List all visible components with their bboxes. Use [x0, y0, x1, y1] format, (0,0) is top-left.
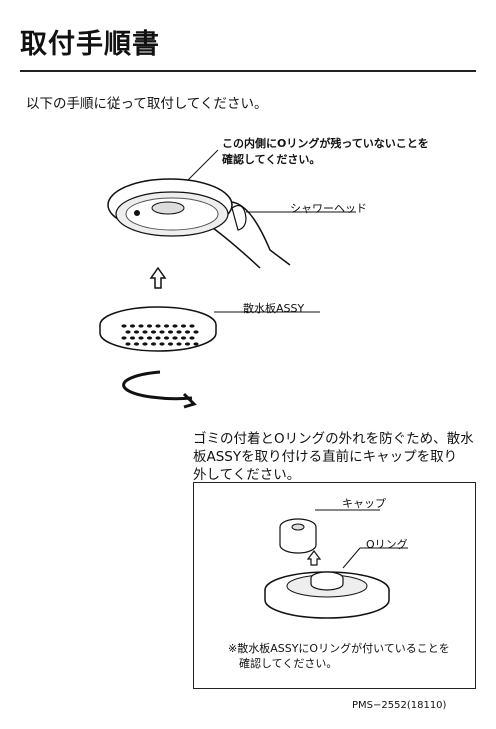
spray-hole — [133, 330, 140, 334]
spray-hole — [129, 336, 136, 340]
spray-hole — [155, 336, 161, 340]
spray-hole — [163, 336, 170, 340]
spray-hole — [189, 336, 195, 340]
spray-hole — [172, 336, 178, 340]
spray-hole — [163, 324, 170, 328]
label-oring: Oリング — [366, 538, 408, 551]
label-spray-plate: 散水板ASSY — [243, 302, 305, 315]
spray-hole — [167, 330, 174, 334]
box-note: ※散水板ASSYにOリングが付いていることを 確認してください。 — [228, 641, 468, 671]
spray-hole — [193, 342, 199, 346]
spray-hole — [125, 342, 131, 346]
title-rule — [20, 70, 476, 72]
spray-hole — [167, 342, 174, 346]
spray-hole — [121, 324, 127, 328]
spray-hole — [176, 342, 182, 346]
spray-hole — [133, 342, 140, 346]
spray-hole — [142, 330, 148, 334]
caution-note: ゴミの付着とOリングの外れを防ぐため、散水 板ASSYを取り付ける直前にキャップ… — [193, 430, 483, 484]
shower-head-drawing — [107, 178, 291, 269]
document-code: PMS−2552(18110) — [352, 700, 447, 711]
spray-hole — [142, 342, 148, 346]
spray-hole — [125, 330, 131, 334]
spray-hole — [138, 324, 144, 328]
spray-hole — [180, 336, 187, 340]
box-note-line-2: 確認してください。 — [228, 657, 338, 670]
plate-oring-drawing — [264, 571, 390, 619]
spray-hole — [129, 324, 136, 328]
spray-plate-drawing — [99, 306, 217, 352]
warning-line-1: この内側にOリングが残っていないことを — [222, 137, 429, 150]
warning-line-2: 確認してください。 — [222, 153, 321, 166]
warning-callout: この内側にOリングが残っていないことを 確認してください。 — [222, 136, 472, 168]
spray-hole — [159, 342, 165, 346]
spray-hole — [150, 330, 157, 334]
spray-hole — [155, 324, 161, 328]
spray-hole — [184, 342, 191, 346]
note-line-1: ゴミの付着とOリングの外れを防ぐため、散水 — [193, 431, 474, 447]
label-shower-head: シャワーヘッド — [290, 202, 367, 215]
spray-hole — [146, 336, 153, 340]
note-line-2: 板ASSYを取り付ける直前にキャップを取り — [193, 449, 458, 465]
spray-hole — [150, 342, 157, 346]
spray-hole — [189, 324, 195, 328]
spray-hole — [193, 330, 199, 334]
spray-hole — [159, 330, 165, 334]
spray-hole — [138, 336, 144, 340]
rotate-arrow-icon — [122, 370, 193, 401]
spray-hole — [146, 324, 153, 328]
spray-hole — [180, 324, 187, 328]
up-arrow-icon — [149, 266, 167, 289]
up-arrow-small-icon — [306, 550, 322, 566]
note-line-3: 外してください。 — [193, 467, 301, 483]
spray-hole — [121, 336, 127, 340]
detail-box — [193, 482, 476, 689]
cap-drawing — [279, 518, 317, 554]
box-note-line-1: ※散水板ASSYにOリングが付いていることを — [228, 642, 450, 655]
spray-hole — [172, 324, 178, 328]
spray-hole — [184, 330, 191, 334]
spray-hole — [176, 330, 182, 334]
page-title: 取付手順書 — [20, 29, 160, 60]
intro-text: 以下の手順に従って取付してください。 — [26, 96, 268, 112]
label-cap: キャップ — [342, 497, 386, 510]
